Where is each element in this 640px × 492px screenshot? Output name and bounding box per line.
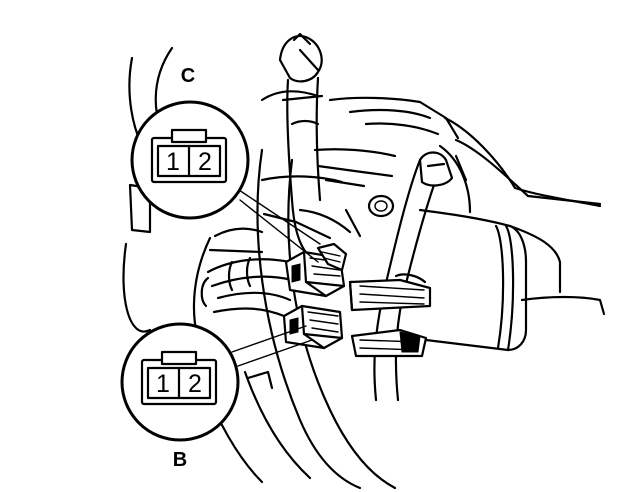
upper-hose — [278, 32, 324, 260]
cable-bracket — [373, 151, 454, 402]
callout-c-label: C — [181, 65, 195, 87]
connector-b-latch — [160, 350, 198, 366]
callout-c: 1 2 — [130, 100, 250, 220]
connector-c-pin-2: 2 — [198, 148, 212, 176]
mating-connectors — [348, 278, 432, 358]
connector-b-body — [282, 304, 344, 350]
connector-c-latch — [170, 128, 208, 144]
motor-assembly — [418, 116, 606, 352]
connector-c-body — [284, 242, 348, 298]
wire-harness — [200, 256, 294, 318]
leader-line-c — [235, 187, 321, 245]
callout-b: 1 2 — [120, 322, 240, 442]
connector-c-pin-1: 1 — [166, 148, 180, 176]
engine-background — [122, 46, 460, 490]
leader-line-b — [237, 339, 313, 367]
connector-b-pin-1: 1 — [156, 370, 170, 398]
leader-lines — [231, 187, 321, 367]
connector-b-pin-2: 2 — [188, 370, 202, 398]
callout-b-label: B — [173, 449, 187, 471]
